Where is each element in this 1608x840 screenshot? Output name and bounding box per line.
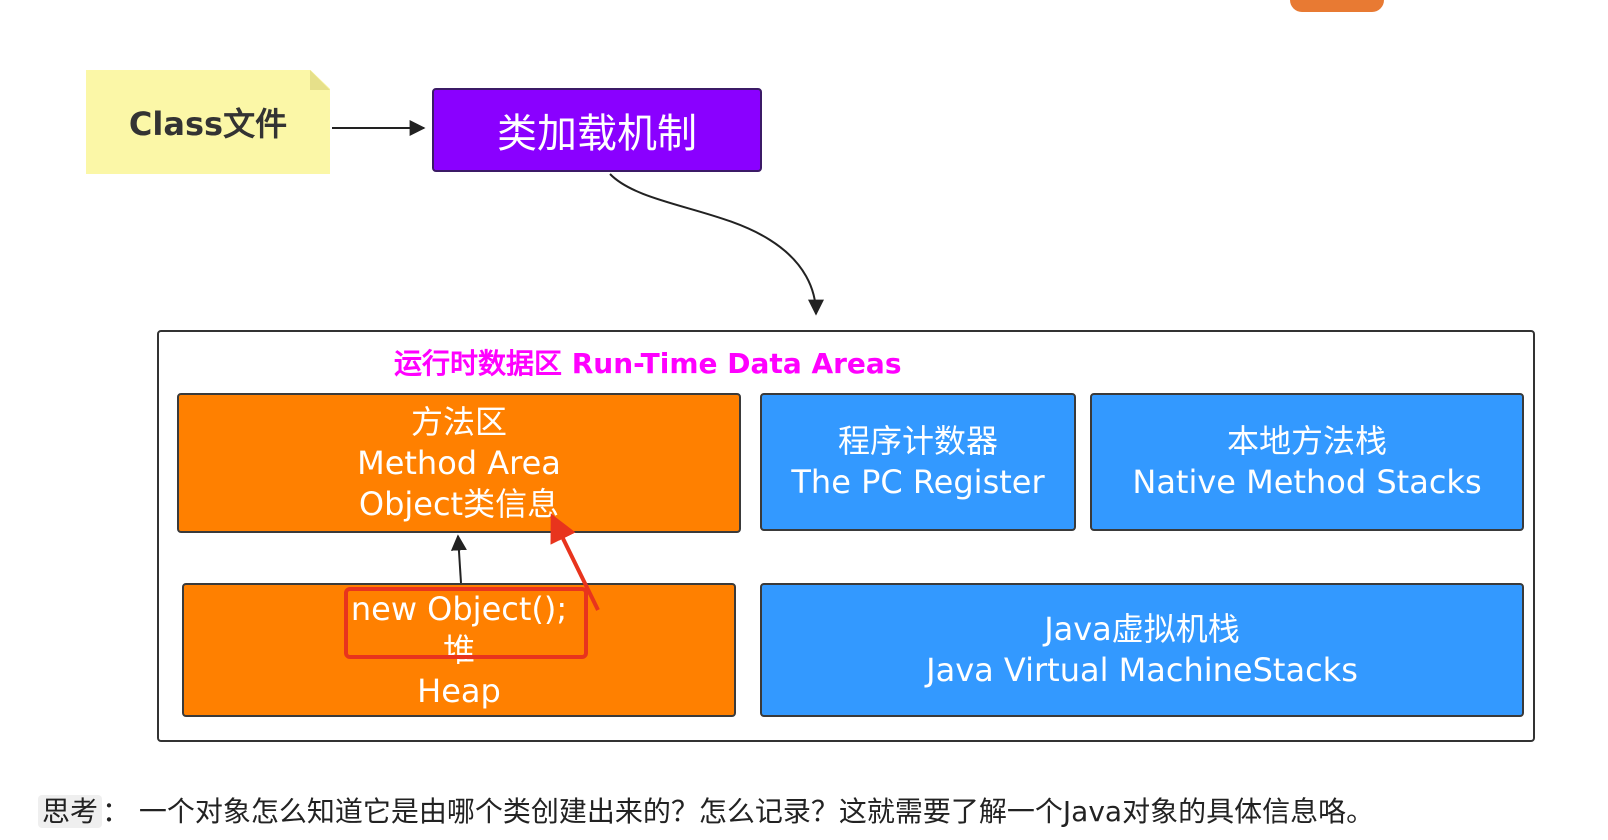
- runtime-data-areas-title: 运行时数据区 Run-Time Data Areas: [394, 347, 902, 380]
- pc-register-label-en: The PC Register: [791, 463, 1045, 501]
- jvm-stacks-label-cn: Java虚拟机栈: [1044, 610, 1240, 648]
- orange-decoration-icon: [1290, 0, 1384, 12]
- heap-new-object: new Object();: [350, 589, 568, 628]
- pc-register-box: 程序计数器 The PC Register: [760, 393, 1076, 531]
- think-text: ： 一个对象怎么知道它是由哪个类创建出来的？怎么记录？这就需要了解一个Java对…: [102, 795, 1375, 828]
- think-caption: 思考： 一个对象怎么知道它是由哪个类创建出来的？怎么记录？这就需要了解一个Jav…: [38, 790, 1598, 830]
- method-area-box: 方法区 Method Area Object类信息: [177, 393, 741, 533]
- loader-to-runtime-arrow: [609, 173, 824, 316]
- think-tag: 思考: [38, 795, 103, 828]
- new-object-highlight: [344, 587, 588, 659]
- heap-label-en: Heap: [417, 671, 501, 710]
- heap-label-cn: 堆: [442, 630, 475, 669]
- method-area-label-cn: 方法区: [410, 402, 507, 441]
- jvm-stacks-box: Java虚拟机栈 Java Virtual MachineStacks: [760, 583, 1524, 717]
- method-area-object-info: Object类信息: [358, 484, 560, 523]
- native-stacks-label-cn: 本地方法栈: [1226, 422, 1387, 460]
- native-stacks-label-en: Native Method Stacks: [1132, 463, 1482, 501]
- heap-to-method-arrow: [450, 534, 467, 584]
- pc-register-label-cn: 程序计数器: [837, 422, 998, 460]
- native-method-stacks-box: 本地方法栈 Native Method Stacks: [1090, 393, 1524, 531]
- class-file-note: [86, 70, 330, 174]
- jvm-stacks-label-en: Java Virtual MachineStacks: [926, 651, 1358, 689]
- heap-box: new Object(); 堆 Heap: [182, 583, 736, 717]
- class-loader-box: 类加载机制: [432, 88, 762, 172]
- red-object-class-arrow: [550, 513, 600, 611]
- class-loader-label: 类加载机制: [497, 111, 697, 157]
- class-file-label: Class文件: [128, 105, 288, 143]
- method-area-label-en: Method Area: [357, 443, 561, 482]
